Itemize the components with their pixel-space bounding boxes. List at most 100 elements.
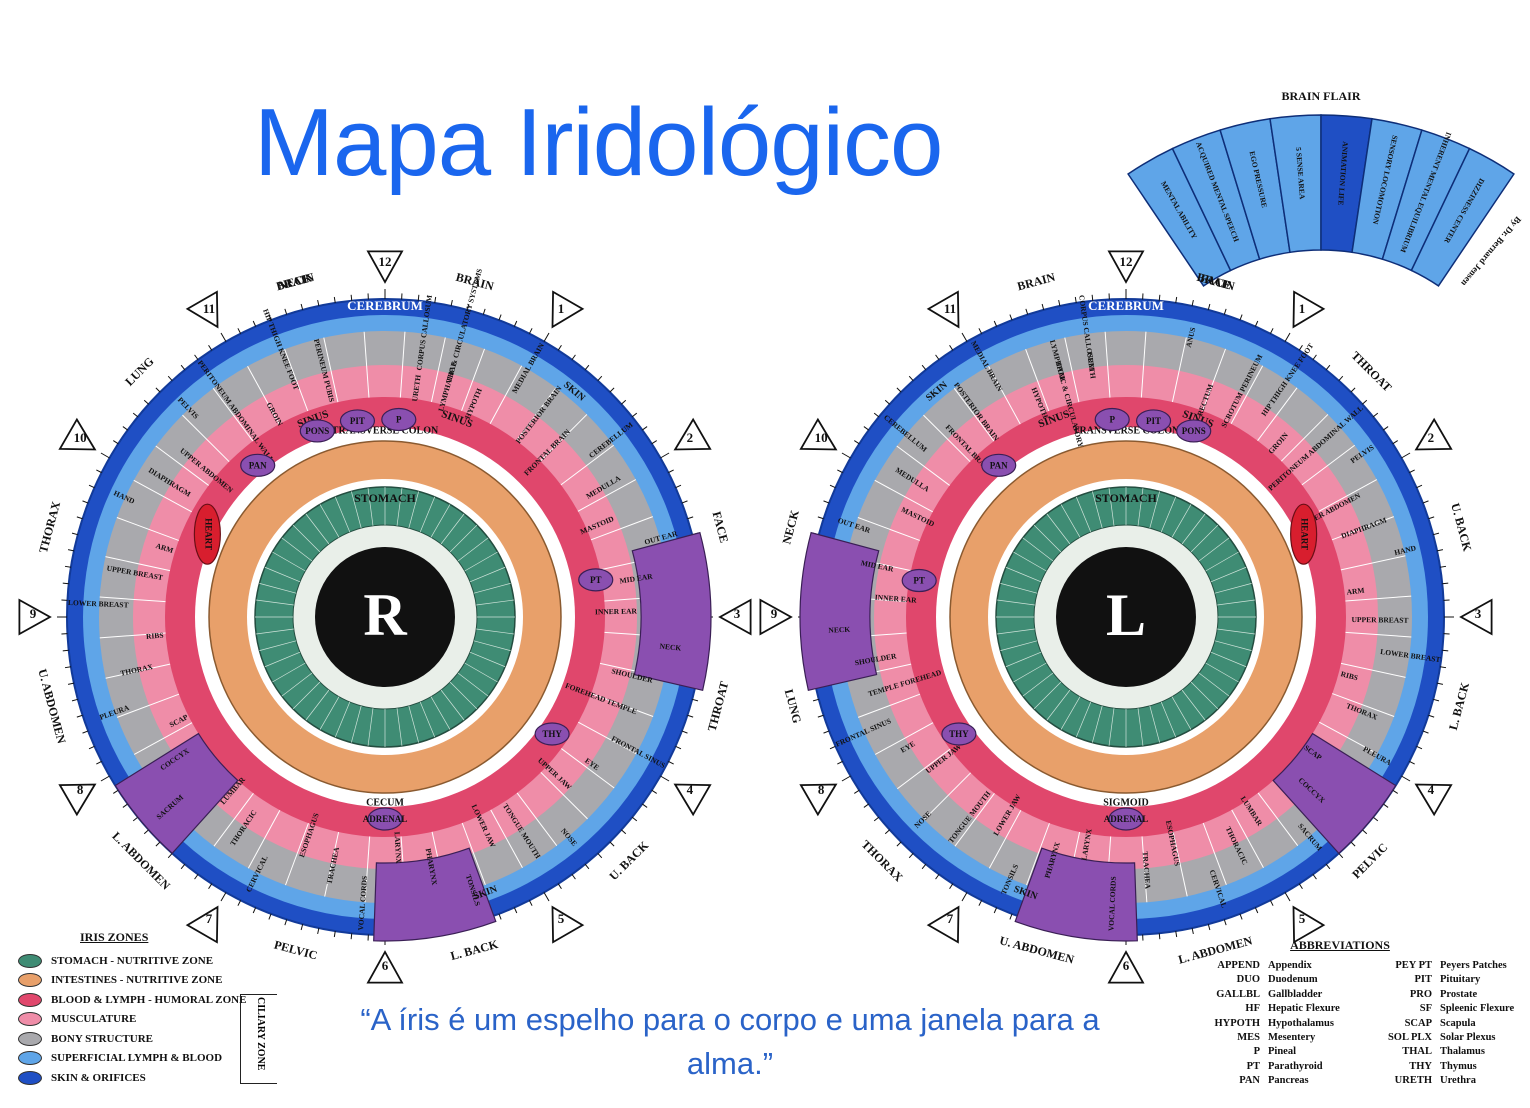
clock-triangle	[926, 290, 960, 329]
organ-oval-label: PAN	[990, 460, 1008, 470]
stomach-fiber	[259, 640, 297, 651]
ring-label: CEREBRUM	[347, 298, 423, 313]
scale-tick	[609, 841, 615, 847]
stomach-fiber	[1190, 681, 1219, 710]
abbreviation-meaning: Hepatic Flexure	[1268, 1003, 1340, 1015]
abbreviation-code: SOL PLX	[1387, 1031, 1432, 1043]
scale-tick	[1350, 841, 1356, 847]
stomach-fiber	[1205, 551, 1239, 572]
clock-marker: 6	[1107, 950, 1145, 984]
scale-tick	[620, 399, 627, 405]
kidney-block	[1014, 847, 1138, 942]
scale-tick	[978, 328, 983, 334]
stomach-fiber	[264, 651, 301, 668]
scale-tick	[252, 907, 257, 914]
stomach-fiber	[281, 537, 313, 562]
stomach-fiber	[1046, 513, 1071, 545]
stomach-fiber	[1217, 628, 1255, 635]
scale-tick	[1058, 299, 1061, 307]
scale-tick	[692, 698, 699, 702]
scale-tick	[1175, 931, 1178, 938]
scale-tick	[884, 399, 891, 405]
stomach-fiber	[449, 524, 478, 553]
sector-divider	[133, 722, 193, 755]
scale-tick	[284, 919, 288, 926]
scale-tick	[1440, 565, 1447, 568]
clock-marker: 3	[1459, 598, 1493, 636]
stomach-fiber	[1013, 551, 1047, 572]
scale-tick	[1325, 364, 1331, 371]
scale-tick	[62, 649, 69, 652]
scale-tick	[1382, 426, 1389, 431]
scale-tick	[896, 387, 902, 393]
sector-divider	[988, 810, 1022, 869]
stomach-fiber	[367, 488, 374, 526]
scale-tick	[961, 332, 968, 342]
scale-tick	[921, 364, 927, 371]
scale-tick	[1422, 500, 1429, 504]
scale-tick	[528, 328, 533, 334]
scale-tick	[641, 803, 648, 808]
sector-label: VOCAL CORDS	[1107, 876, 1118, 931]
clock-marker: 12	[366, 250, 404, 284]
abbreviation-meaning: Peyers Patches	[1440, 960, 1507, 971]
clock-marker: 4	[673, 782, 712, 817]
sector-divider	[461, 822, 486, 885]
stomach-fiber	[1075, 496, 1092, 533]
abbreviation-code: HYPOTH	[1214, 1017, 1260, 1029]
scale-tick	[194, 354, 199, 361]
scale-tick	[1392, 789, 1399, 794]
clock-triangle	[799, 783, 838, 817]
region-label: NECK	[779, 508, 802, 546]
scale-tick	[220, 332, 227, 342]
abbreviation-code: PIT	[1414, 974, 1432, 986]
scale-tick	[1207, 303, 1211, 310]
region-label: L. BACK	[1446, 680, 1472, 731]
scale-tick	[817, 516, 824, 520]
region-label: U. ABDOMEN	[998, 933, 1076, 966]
scale-tick	[300, 924, 304, 931]
scale-tick	[498, 314, 502, 321]
scale-tick	[837, 469, 843, 474]
scale-tick	[64, 666, 71, 669]
ring-label: SIGMOID	[1103, 797, 1149, 808]
sector-divider	[1340, 555, 1406, 571]
clock-number: 3	[1475, 606, 1482, 621]
sector-divider	[1345, 595, 1412, 602]
scale-tick	[1223, 919, 1227, 926]
clock-triangle	[759, 598, 793, 636]
iris-zone-item: BONY STRUCTURE	[18, 1029, 318, 1049]
scale-tick	[498, 913, 502, 920]
organ-oval: THY	[534, 722, 570, 746]
ciliary-zone-label: CILIARY ZONE	[255, 997, 266, 1071]
sector-divider	[897, 748, 951, 790]
sector-divider	[1141, 836, 1148, 903]
sector-divider	[516, 792, 558, 846]
scale-tick	[1284, 332, 1291, 342]
stomach-fiber	[476, 628, 514, 635]
stomach-fiber	[1000, 583, 1038, 594]
clock-number: 3	[734, 606, 741, 621]
stomach-fiber	[440, 689, 465, 721]
sector-divider	[896, 445, 950, 486]
thyroid-block	[631, 531, 712, 692]
stomach-fiber	[1137, 708, 1144, 746]
zone-swatch	[18, 1070, 42, 1085]
clock-triangle	[926, 905, 960, 944]
scale-tick	[896, 841, 902, 847]
clock-number: 2	[1428, 430, 1435, 445]
scale-tick	[76, 714, 83, 718]
region-label: U. ABDOMEN	[35, 667, 68, 745]
stomach-fiber	[259, 583, 297, 594]
scale-tick	[317, 299, 320, 307]
abbreviation-code: MES	[1237, 1031, 1260, 1043]
scale-tick	[641, 426, 648, 431]
clock-marker: 12	[1107, 250, 1145, 284]
organ-oval: PIT	[1135, 409, 1172, 433]
scale-tick	[1350, 387, 1356, 393]
sector-label: URETH	[410, 374, 423, 402]
scale-tick	[180, 364, 186, 371]
sector-divider	[324, 831, 340, 897]
stomach-fiber	[1092, 705, 1103, 743]
